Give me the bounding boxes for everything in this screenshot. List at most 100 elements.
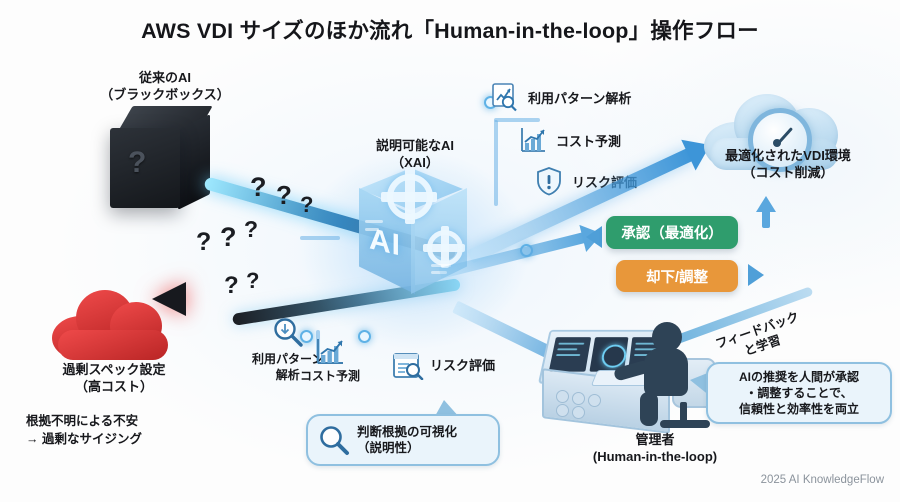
question-mark-4: ? — [196, 228, 212, 256]
figure-head — [652, 322, 682, 352]
cloud-body — [46, 286, 178, 360]
analysis-label-usage-pattern: 利用パターン解析 — [528, 90, 632, 106]
analysis-bottom-label-usage-2: 解析 — [275, 368, 300, 383]
gear-large-icon — [381, 168, 437, 224]
blackbox-label: 従来のAI （ブラックボックス） — [60, 70, 270, 103]
question-mark-8: ? — [246, 268, 260, 293]
operator-figure-icon — [612, 322, 704, 434]
xai-label-line1: 説明可能なAI — [375, 138, 454, 153]
xai-cube-icon: AI — [335, 168, 487, 318]
analysis-label-cost-forecast: コスト予測 — [556, 133, 622, 149]
black-box-ai-icon: ? — [110, 106, 218, 214]
question-mark-2: ? — [276, 180, 292, 210]
gauge-icon — [748, 108, 812, 172]
optimized-vdi-label-line1: 最適化されたVDI環境 — [725, 148, 851, 163]
overspec-note-line1: 根拠不明による不安 — [26, 414, 139, 428]
console-text-line-2 — [557, 348, 578, 351]
optimized-vdi-label-line2: （コスト削減） — [742, 164, 834, 180]
chair-stem — [680, 402, 687, 424]
bar-chart-icon — [518, 125, 548, 155]
explainability-line2: （説明性） — [357, 441, 420, 455]
analysis-item-usage-pattern: 利用パターン解析 — [490, 82, 631, 112]
optimized-vdi-label: 最適化されたVDI環境 （コスト削減） — [688, 148, 888, 181]
console-knob-2 — [572, 392, 585, 405]
operator-label: 管理者 (Human-in-the-loop) — [540, 432, 770, 465]
reject-button[interactable]: 却下/調整 — [616, 260, 738, 292]
bar-chart-icon — [314, 336, 346, 368]
analysis-bottom-usage-pattern: 利用パターン 解析 — [252, 316, 323, 383]
blackbox-label-line1: 従来のAI — [138, 70, 191, 85]
circuit-wire-top — [494, 118, 540, 122]
question-mark-glyph: ? — [128, 146, 147, 179]
circuit-wire-left — [300, 236, 340, 240]
cube-chip-1 — [365, 220, 383, 223]
explainability-callout-text: 判断根拠の可視化 （説明性） — [357, 424, 457, 456]
console-text-line-1 — [558, 342, 585, 345]
gauge-hub — [773, 139, 781, 147]
box-front-face — [110, 128, 180, 208]
question-mark-7: ? — [224, 272, 239, 299]
circuit-node-3 — [300, 330, 313, 343]
cloud-inner-highlight — [82, 310, 146, 350]
overspec-note-line2: → 過剰なサイジング — [26, 432, 142, 447]
operator-label-line1: 管理者 — [635, 432, 675, 447]
insight-bubble-text: AIの推奨を人間が承認 ・調整することで、 信頼性と効率性を両立 — [739, 369, 859, 417]
optimized-vdi-cloud-icon — [700, 92, 850, 172]
explainability-callout-tail — [434, 400, 460, 418]
insight-line2: ・調整することで、 — [745, 385, 853, 400]
circuit-node-2 — [358, 330, 371, 343]
question-mark-3: ? — [300, 192, 314, 217]
question-mark-5: ? — [220, 222, 237, 252]
analysis-bottom-label-usage-1: 利用パターン — [252, 352, 324, 366]
console-knob-1 — [556, 390, 569, 403]
xai-label-line2: （XAI） — [391, 154, 439, 170]
blackbox-label-line2: （ブラックボックス） — [100, 86, 230, 102]
insight-bubble-tail — [690, 372, 710, 396]
explainability-line1: 判断根拠の可視化 — [357, 425, 458, 439]
analysis-bottom-label-cost: コスト予測 — [300, 369, 361, 383]
figure-body — [644, 348, 688, 396]
explainability-callout: 判断根拠の可視化 （説明性） — [306, 414, 500, 466]
cube-chip-2 — [365, 228, 379, 231]
gear-small-icon — [423, 226, 465, 268]
operator-label-line2: (Human-in-the-loop) — [592, 448, 718, 464]
figure-leg — [640, 392, 658, 426]
page-title: AWS VDI サイズのほか流れ「Human-in-the-loop」操作フロー — [141, 19, 759, 43]
console-knob-5 — [572, 406, 585, 419]
analysis-bottom-risk-assessment: リスク評価 — [392, 352, 495, 380]
overspec-note: 根拠不明による不安 → 過剰なサイジング — [26, 412, 216, 448]
overspec-label-line1: 過剰スペック設定 — [62, 362, 166, 377]
reject-input-arrow — [748, 264, 764, 286]
chart-magnifier-icon — [490, 82, 520, 112]
question-mark-1: ? — [250, 172, 267, 202]
approve-to-cloud-arrowhead — [756, 196, 776, 212]
cube-chip-3 — [431, 264, 451, 267]
insight-line1: AIの推奨を人間が承認 — [738, 369, 859, 384]
overspec-arrow — [152, 282, 186, 316]
magnifier-icon — [271, 316, 305, 350]
console-knob-4 — [556, 404, 569, 417]
analysis-bottom-cost-forecast: コスト予測 — [300, 336, 360, 383]
circuit-wire-up — [494, 120, 498, 206]
console-knob-3 — [588, 394, 601, 407]
shield-alert-icon — [534, 166, 564, 196]
footer-credit: 2025 AI KnowledgeFlow — [760, 474, 884, 486]
question-mark-6: ? — [244, 216, 259, 242]
overspec-label-line2: （高コスト） — [74, 378, 153, 394]
operator-console-icon — [534, 318, 724, 438]
analysis-bottom-label-risk: リスク評価 — [430, 358, 496, 374]
xai-label: 説明可能なAI （XAI） — [330, 138, 500, 171]
analysis-item-cost-forecast: コスト予測 — [518, 125, 621, 155]
insight-line3: 信頼性と効率性を両立 — [738, 402, 859, 417]
overspec-cloud-icon — [46, 286, 178, 360]
magnifier-icon — [318, 424, 350, 456]
chair-base — [660, 420, 710, 428]
insight-bubble: AIの推奨を人間が承認 ・調整することで、 信頼性と効率性を両立 — [706, 362, 892, 424]
approve-input-arrow — [586, 226, 602, 248]
console-text-line-3 — [556, 354, 581, 356]
overspec-label: 過剰スペック設定 （高コスト） — [28, 362, 200, 395]
box-side-face — [178, 114, 210, 210]
approve-button[interactable]: 承認（最適化） — [606, 216, 738, 249]
document-search-icon — [392, 352, 424, 380]
